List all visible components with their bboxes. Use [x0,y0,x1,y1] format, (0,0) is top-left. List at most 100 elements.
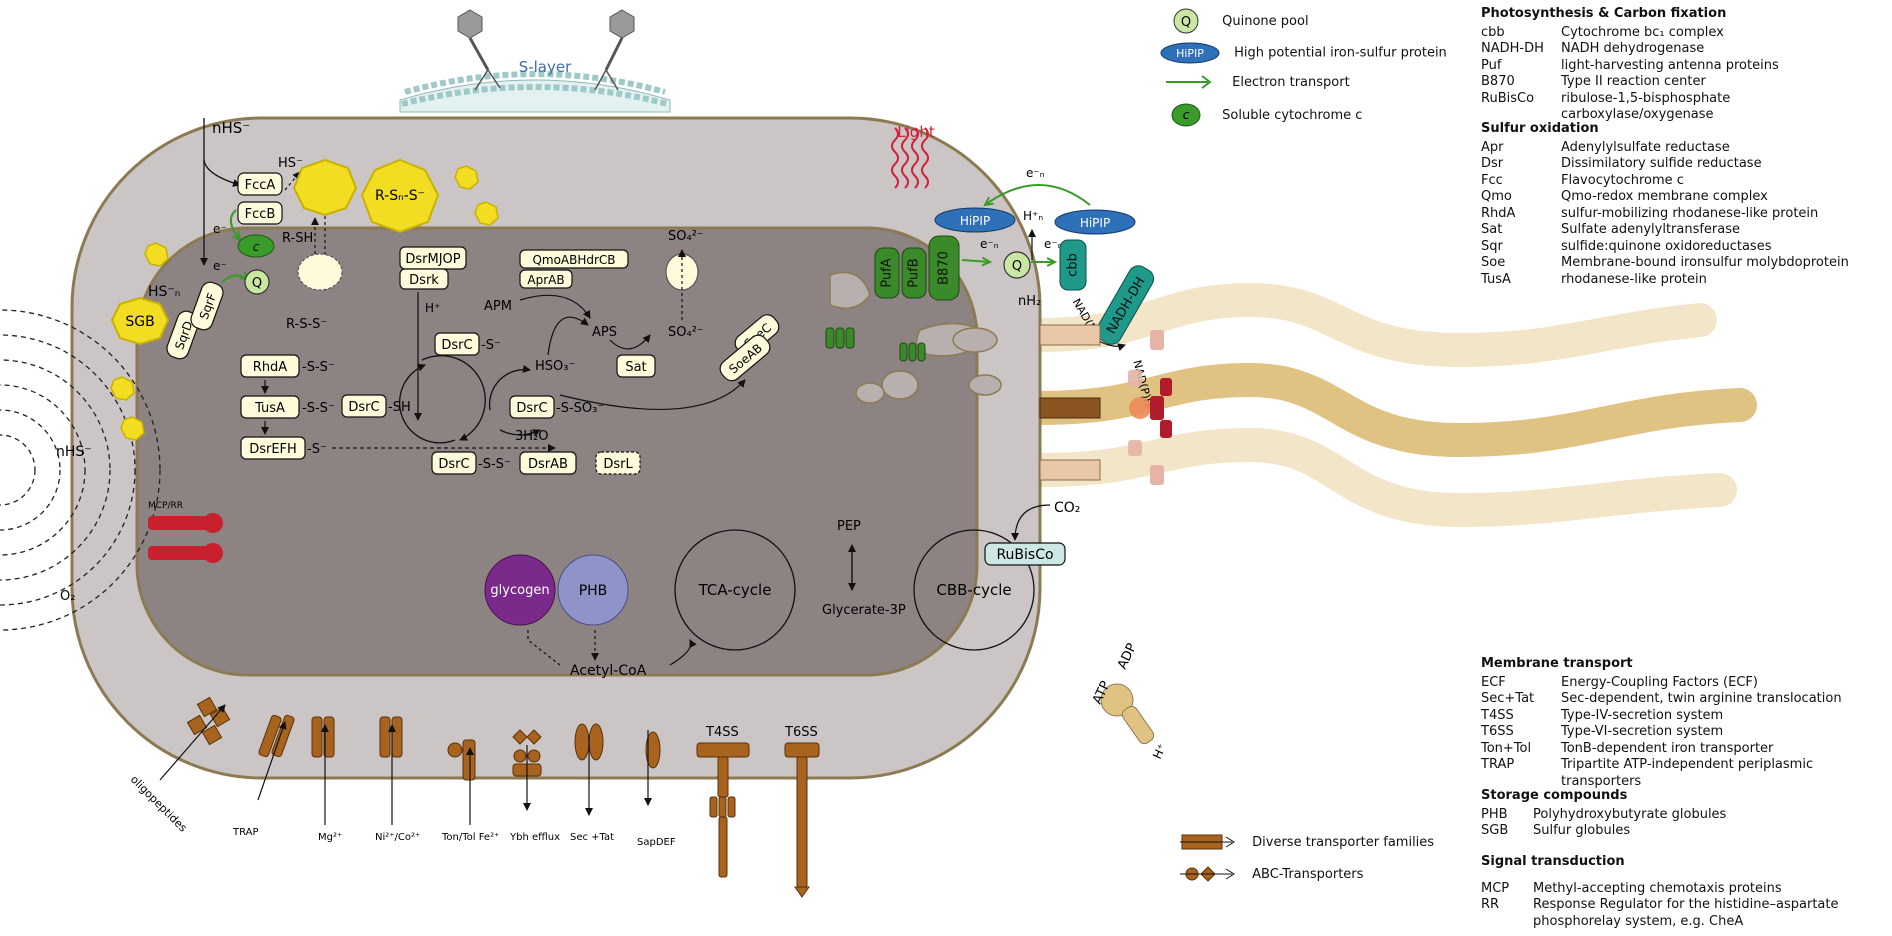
rhda-ss: -S-S⁻ [302,360,335,375]
r-s-s-label: R-S-S⁻ [286,317,327,332]
ni-co-label: Ni²⁺/Co²⁺ [375,832,420,843]
tca-cycle: TCA-cycle [674,529,796,651]
svg-text:DsrC: DsrC [516,401,547,416]
svg-text:HiPIP: HiPIP [1176,47,1204,60]
quinone-photo: Q [1003,251,1031,279]
pep-label: PEP [837,519,861,534]
svg-text:FccA: FccA [245,178,276,193]
h-plus-n: H⁺ₙ [1023,209,1043,223]
dsrmjop-box: DsrMJOP [399,246,467,270]
dsrk-box: Dsrk [399,268,449,290]
dsr-cycle-arrows [398,355,541,444]
nhs-left-label: nHS⁻ [56,444,92,460]
symbol-legend: Q Quinone pool HiPIP High potential iron… [1160,0,1460,140]
glycerate-label: Glycerate-3P [822,603,906,618]
dsrc-so3-label: -S-SO₃⁻ [556,401,604,416]
svg-text:FccB: FccB [245,207,276,222]
e-n-hipip: e⁻ₙ [1026,166,1045,180]
dsrc-ss-label: -S-S⁻ [478,457,511,472]
transporter-legend: Diverse transporter families ABC-Transpo… [1180,832,1440,882]
legend-quinone: Q Quinone pool [1160,8,1309,34]
ybh-efflux [512,729,542,777]
ybh-label: Ybh efflux [509,832,560,843]
legend-title: Storage compounds [1481,788,1628,803]
svg-text:Sat: Sat [625,360,646,375]
mg-transporter [311,716,335,758]
tusa-ss: -S-S⁻ [302,401,335,416]
b870-box: B870 [928,235,960,301]
light-label: Light [897,123,935,141]
trap-label: TRAP [232,827,259,838]
legend-title: Sulfur oxidation [1481,121,1599,136]
rhda-box: RhdA [240,354,300,378]
dsrl-box: DsrL [595,451,641,475]
chemotaxis-gradient [0,309,161,631]
svg-text:PufA: PufA [880,258,895,287]
svg-text:HiPIP: HiPIP [1080,216,1110,230]
svg-text:QmoABHdrCB: QmoABHdrCB [532,253,615,267]
s-layer: S-layer [399,58,671,113]
sat-box: Sat [616,354,656,378]
sulfate-top-label: SO₄²⁻ [668,229,704,244]
flagellar-motor [1039,324,1172,485]
hs-minus-label: HS⁻ [278,156,303,171]
svg-text:DsrAB: DsrAB [528,457,568,472]
svg-text:Dsrk: Dsrk [409,273,439,288]
cbb-cycle: CBB-cycle [913,529,1035,651]
svg-text:PHB: PHB [579,583,608,599]
t6ss-label: T6SS [784,725,818,740]
legend-title: Signal transduction [1481,854,1625,869]
dsrab-box: DsrAB [519,451,577,475]
dsrc-ss-box: DsrC [431,451,477,475]
light-waves [891,127,929,189]
hs-n-label: HS⁻ₙ [148,284,180,300]
adp-label: ADP [1115,641,1140,672]
legend-title: Membrane transport [1481,656,1633,671]
sqrf-box: SqrF [190,281,224,331]
mcp-rr-receptor [148,513,223,563]
sulfate-mid-label: SO₄²⁻ [668,325,704,340]
tusa-box: TusA [240,395,300,419]
atp-synthase [1100,683,1155,745]
legend-electron-transport: Electron transport [1160,72,1350,92]
svg-text:c: c [1183,108,1190,122]
sec-tat-label: Sec +Tat [570,832,614,843]
dsrc-sh-box: DsrC [341,394,387,418]
cbb-box: cbb [1059,239,1087,291]
trap-transporter [258,714,295,758]
sgb-label: SGB [125,314,154,330]
svg-text:Q: Q [1181,15,1191,30]
o2-label: O₂ [60,589,75,604]
hipip-left: HiPIP [934,207,1016,233]
e-minus-sqr: e⁻ [213,259,227,273]
dsrefh-ss: -S⁻ [307,442,327,457]
e-n-q: e⁻ₙ [1044,237,1063,251]
rubisco-box: RuBisCo [984,542,1066,566]
pufa-box: PufA [874,247,900,299]
svg-text:Q: Q [252,276,262,291]
sulfur-pore [297,253,343,291]
svg-text:CBB-cycle: CBB-cycle [936,581,1011,599]
rsns-label: R-Sₙ-S⁻ [375,188,425,204]
e-n-b870: e⁻ₙ [980,237,999,251]
